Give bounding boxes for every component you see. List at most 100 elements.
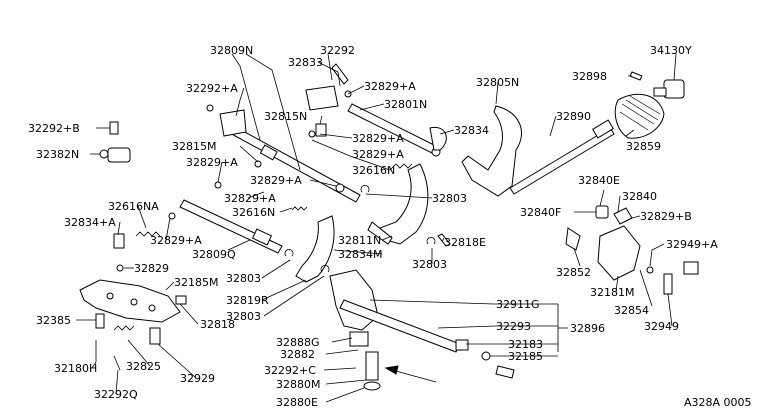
label-32829a-6: 32829+A <box>224 192 276 205</box>
diagram-id: A328A 0005 <box>684 396 752 409</box>
label-32949: 32949 <box>644 320 679 333</box>
label-32803-4: 32803 <box>226 310 261 323</box>
label-32840f: 32840F <box>520 206 561 219</box>
shift-rod-lower <box>179 199 283 254</box>
part-32815n <box>315 123 327 137</box>
label-32292c: 32292+C <box>264 364 316 377</box>
label-32180h: 32180H <box>54 362 97 375</box>
clip-32803-a <box>284 248 294 257</box>
label-32852: 32852 <box>556 266 591 279</box>
label-32890: 32890 <box>556 110 591 123</box>
clip-32803-c <box>426 236 436 245</box>
part-34130y <box>653 79 685 99</box>
spring-32616n-lower <box>291 206 308 211</box>
label-32949a: 32949+A <box>666 238 718 251</box>
label-32880m: 32880M <box>276 378 320 391</box>
ball-d <box>308 130 316 138</box>
label-32840e: 32840E <box>578 174 620 187</box>
label-32292a-top: 32292+A <box>186 82 238 95</box>
label-32803-1: 32803 <box>432 192 467 205</box>
label-32809q: 32809Q <box>192 248 236 261</box>
label-32825: 32825 <box>126 360 161 373</box>
label-32815n: 32815N <box>264 110 307 123</box>
label-32819r: 32819R <box>226 294 269 307</box>
pin-32385 <box>95 313 105 329</box>
spring-32616na <box>135 231 161 237</box>
label-32185: 32185 <box>508 350 543 363</box>
label-32185m: 32185M <box>174 276 218 289</box>
label-32801n: 32801N <box>384 98 427 111</box>
label-32929: 32929 <box>180 372 215 385</box>
label-32292: 32292 <box>320 44 355 57</box>
label-32880e: 32880E <box>276 396 318 409</box>
label-32888g: 32888G <box>276 336 320 349</box>
pin-32292q <box>113 355 121 371</box>
ball-a <box>214 181 222 189</box>
part-32292b <box>109 121 119 135</box>
label-32833: 32833 <box>288 56 323 69</box>
label-34130y: 34130Y <box>650 44 692 57</box>
part-32382n <box>99 147 131 163</box>
label-32829a-5: 32829+A <box>250 174 302 187</box>
label-32818e: 32818E <box>444 236 486 249</box>
label-32834-top: 32834 <box>454 124 489 137</box>
label-32829: 32829 <box>134 262 169 275</box>
label-32292q: 32292Q <box>94 388 138 401</box>
label-32811n: 32811N <box>338 234 381 247</box>
part-shapes <box>79 63 699 391</box>
ball-c <box>254 160 262 168</box>
housing-32818 <box>79 279 187 323</box>
label-32183: 32183 <box>508 338 543 351</box>
label-32809n: 32809N <box>210 44 253 57</box>
label-32882: 32882 <box>280 348 315 361</box>
label-32859: 32859 <box>626 140 661 153</box>
boot-32859 <box>614 93 665 139</box>
bolt-32929 <box>149 327 161 345</box>
label-32616n-1: 32616N <box>352 164 395 177</box>
spring-32825 <box>113 325 135 331</box>
label-32616na: 32616NA <box>108 200 159 213</box>
label-32829a-1: 32829+A <box>364 80 416 93</box>
shift-rod-upper <box>227 124 361 203</box>
part-32833 <box>305 63 349 111</box>
selector-assembly <box>565 205 699 295</box>
label-32805n: 32805N <box>476 76 519 89</box>
label-32840: 32840 <box>622 190 657 203</box>
label-32181m: 32181M <box>590 286 634 299</box>
leader-lines <box>76 53 677 403</box>
shift-rod-32801n <box>347 103 441 157</box>
label-32829b: 32829+B <box>640 210 692 223</box>
clip-32803-b <box>320 264 330 273</box>
label-32834m: 32834M <box>338 248 382 261</box>
shift-rod-32890 <box>509 119 615 195</box>
ball-f <box>116 264 124 272</box>
label-32896: 32896 <box>570 322 605 335</box>
label-32854: 32854 <box>614 304 649 317</box>
label-32829a-2: 32829+A <box>352 132 404 145</box>
part-32183-32185 <box>455 339 515 379</box>
clip-32803-d <box>360 184 370 193</box>
label-32803-3: 32803 <box>226 272 261 285</box>
shift-fork-32805n <box>461 105 522 197</box>
bolt-32834a <box>113 233 125 249</box>
label-32898: 32898 <box>572 70 607 83</box>
label-32293: 32293 <box>496 320 531 333</box>
bracket-32292a <box>206 104 247 137</box>
label-32815m: 32815M <box>172 140 216 153</box>
label-32385: 32385 <box>36 314 71 327</box>
ball-b <box>168 212 176 220</box>
label-32803-2: 32803 <box>412 258 447 271</box>
label-32829a-3: 32829+A <box>352 148 404 161</box>
spring-32616n-upper <box>391 163 413 169</box>
label-32834a: 32834+A <box>64 216 116 229</box>
direction-arrow <box>384 365 437 383</box>
label-32616n-2: 32616N <box>232 206 275 219</box>
label-32292b: 32292+B <box>28 122 80 135</box>
part-labels: 32809N 32292 32833 32292+A 32829+A 32801… <box>28 44 752 409</box>
label-32829a-4: 32829+A <box>186 156 238 169</box>
part-32818e <box>437 233 451 247</box>
pin-32898 <box>629 71 643 81</box>
label-32818: 32818 <box>200 318 235 331</box>
